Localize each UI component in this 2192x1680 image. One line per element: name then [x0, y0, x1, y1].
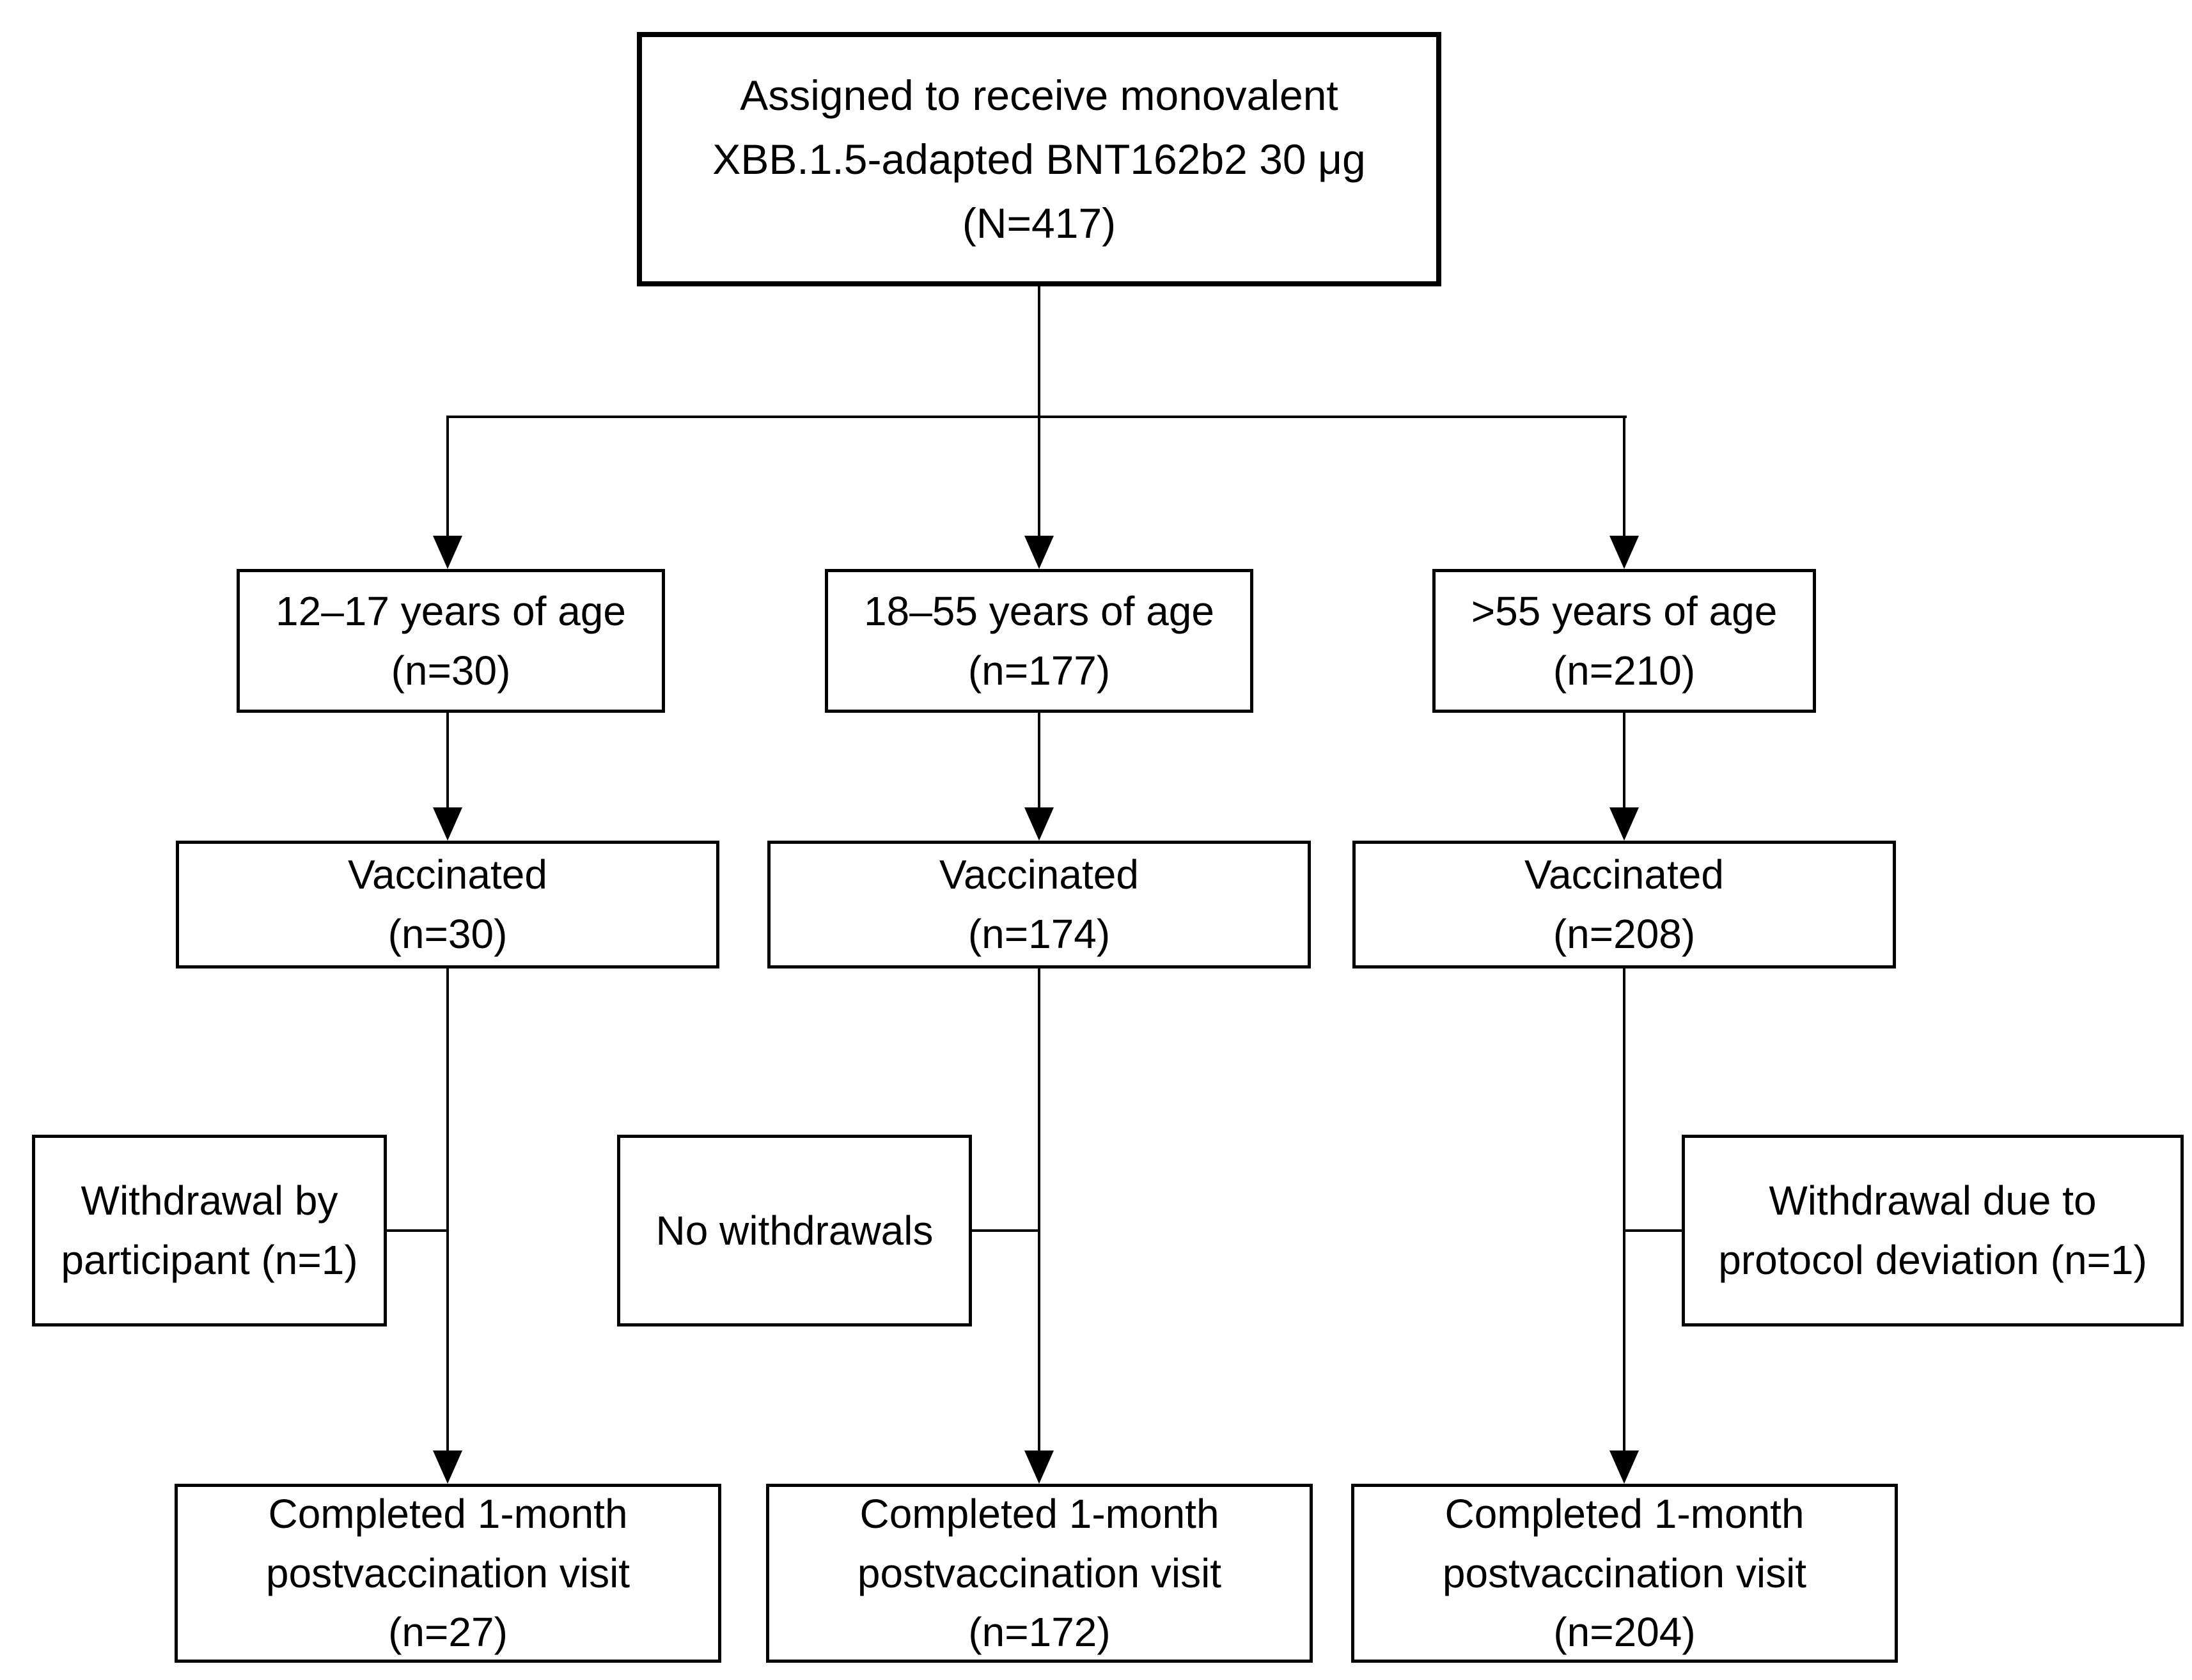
- connector-crossbar: [446, 416, 1627, 418]
- vaccinated-box-12-17: Vaccinated (n=30): [176, 841, 719, 968]
- completed-12-17-line-1: Completed 1-month: [268, 1490, 628, 1537]
- vaccinated-over-55-line-2: (n=208): [1553, 911, 1696, 957]
- completed-12-17-line-3: (n=27): [388, 1609, 508, 1656]
- assigned-line-1: Assigned to receive monovalent: [740, 71, 1338, 119]
- completed-over-55-line-2: postvaccination visit: [1442, 1550, 1807, 1596]
- vaccinated-12-17-line-1: Vaccinated: [348, 852, 547, 898]
- vaccinated-box-18-55: Vaccinated (n=174): [767, 841, 1311, 968]
- age-12-17-line-1: 12–17 years of age: [276, 587, 626, 634]
- connector-withdrawal-middle: [969, 1229, 1040, 1232]
- connector-age-vaccinated-middle: [1038, 712, 1040, 810]
- assigned-line-3: (N=417): [962, 199, 1116, 247]
- arrow-down-icon: [433, 536, 462, 569]
- withdrawal-12-17-line-2: participant (n=1): [61, 1237, 358, 1283]
- age-over-55-line-2: (n=210): [1553, 647, 1696, 694]
- completed-box-12-17: Completed 1-month postvaccination visit …: [175, 1484, 721, 1663]
- withdrawal-over-55-line-1: Withdrawal due to: [1769, 1178, 2097, 1224]
- age-18-55-line-1: 18–55 years of age: [864, 587, 1214, 634]
- withdrawal-box-18-55: No withdrawals: [617, 1135, 972, 1326]
- connector-age-vaccinated-left: [446, 712, 449, 810]
- connector-vaccinated-completed-middle: [1038, 967, 1040, 1453]
- withdrawal-box-over-55: Withdrawal due to protocol deviation (n=…: [1682, 1135, 2184, 1326]
- withdrawal-over-55-line-2: protocol deviation (n=1): [1718, 1237, 2147, 1283]
- completed-over-55-line-3: (n=204): [1553, 1609, 1696, 1656]
- assigned-line-2: XBB.1.5-adapted BNT162b2 30 μg: [712, 135, 1366, 183]
- age-12-17-line-2: (n=30): [391, 647, 511, 694]
- completed-box-over-55: Completed 1-month postvaccination visit …: [1351, 1484, 1898, 1663]
- age-box-over-55: >55 years of age (n=210): [1432, 569, 1816, 713]
- withdrawal-box-12-17: Withdrawal by participant (n=1): [32, 1135, 387, 1326]
- arrow-down-icon: [1024, 1451, 1054, 1484]
- connector-withdrawal-right: [1624, 1229, 1685, 1232]
- connector-age-vaccinated-right: [1623, 712, 1625, 810]
- completed-18-55-line-2: postvaccination visit: [857, 1550, 1222, 1596]
- arrow-down-icon: [433, 1451, 462, 1484]
- completed-18-55-line-3: (n=172): [968, 1609, 1111, 1656]
- completed-12-17-line-2: postvaccination visit: [265, 1550, 630, 1596]
- withdrawal-18-55-line-1: No withdrawals: [655, 1207, 934, 1254]
- connector-branch-middle: [1038, 416, 1040, 538]
- completed-18-55-line-1: Completed 1-month: [859, 1490, 1219, 1537]
- arrow-down-icon: [1609, 807, 1639, 841]
- connector-withdrawal-left: [384, 1229, 449, 1232]
- connector-vaccinated-completed-right: [1623, 967, 1625, 1453]
- arrow-down-icon: [1609, 536, 1639, 569]
- connector-vaccinated-completed-left: [446, 967, 449, 1453]
- vaccinated-18-55-line-2: (n=174): [967, 911, 1111, 957]
- age-over-55-line-1: >55 years of age: [1471, 587, 1778, 634]
- vaccinated-over-55-line-1: Vaccinated: [1524, 852, 1724, 898]
- connector-branch-right: [1623, 416, 1625, 538]
- arrow-down-icon: [433, 807, 462, 841]
- withdrawal-12-17-line-1: Withdrawal by: [81, 1178, 338, 1224]
- arrow-down-icon: [1024, 536, 1054, 569]
- completed-over-55-line-1: Completed 1-month: [1444, 1490, 1804, 1537]
- vaccinated-12-17-line-2: (n=30): [388, 911, 508, 957]
- age-box-18-55: 18–55 years of age (n=177): [825, 569, 1253, 713]
- age-18-55-line-2: (n=177): [967, 647, 1111, 694]
- completed-box-18-55: Completed 1-month postvaccination visit …: [766, 1484, 1313, 1663]
- arrow-down-icon: [1024, 807, 1054, 841]
- connector-branch-left: [446, 416, 449, 538]
- vaccinated-box-over-55: Vaccinated (n=208): [1352, 841, 1896, 968]
- vaccinated-18-55-line-1: Vaccinated: [939, 852, 1139, 898]
- age-box-12-17: 12–17 years of age (n=30): [237, 569, 665, 713]
- assigned-box: Assigned to receive monovalent XBB.1.5-a…: [637, 32, 1441, 286]
- arrow-down-icon: [1609, 1451, 1639, 1484]
- connector-top-stem: [1038, 285, 1040, 418]
